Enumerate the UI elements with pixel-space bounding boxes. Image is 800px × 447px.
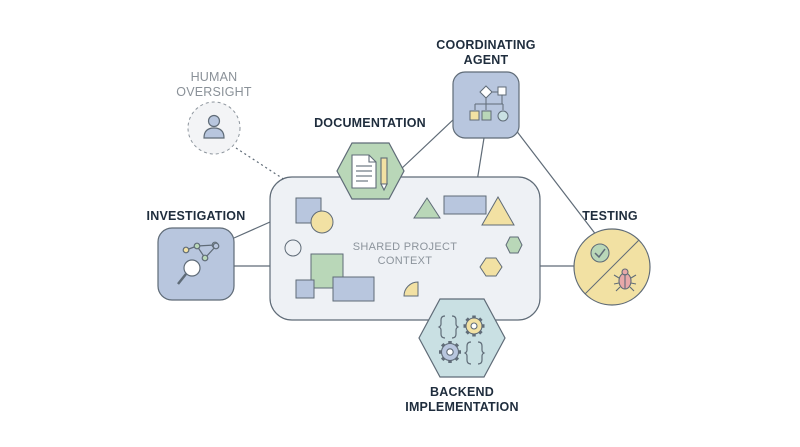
yellow-circle-shape xyxy=(310,210,334,234)
green-triangle-shape xyxy=(413,197,441,219)
yellow-triangle-shape xyxy=(481,195,515,226)
user-icon xyxy=(203,114,225,139)
code-braces-icon xyxy=(437,315,486,365)
testing-label: TESTING xyxy=(582,209,638,223)
document-pencil-icon xyxy=(351,154,388,192)
green-hexagon-shape xyxy=(505,236,523,254)
backend-label-line2: IMPLEMENTATION xyxy=(405,400,519,414)
coordinating-agent-label: COORDINATING AGENT xyxy=(426,38,546,68)
backend-label-line1: BACKEND xyxy=(430,385,494,399)
human-oversight-label-line1: HUMAN xyxy=(190,70,238,84)
grey-circle-shape xyxy=(284,239,302,257)
coordinating-agent-label-line1: COORDINATING xyxy=(436,38,536,52)
yellow-quarter-circle-shape xyxy=(403,281,419,297)
shared-context-label-line1: SHARED PROJECT xyxy=(352,241,458,253)
gear-icon xyxy=(439,315,485,363)
line-documentation-to-coordinator xyxy=(399,117,456,171)
investigation-label: INVESTIGATION xyxy=(146,209,246,223)
blue-rectangle-shape xyxy=(332,276,375,302)
human-oversight-label: HUMAN OVERSIGHT xyxy=(164,70,264,100)
backend-implementation-label: BACKEND IMPLEMENTATION xyxy=(392,385,532,415)
backend-implementation-node xyxy=(418,298,506,378)
coordinating-agent-label-line2: AGENT xyxy=(463,53,509,67)
shared-context-label-line2: CONTEXT xyxy=(377,255,433,267)
documentation-label: DOCUMENTATION xyxy=(314,116,426,130)
flowchart-icon xyxy=(469,85,509,122)
magnifier-network-icon xyxy=(177,241,220,285)
line-human-oversight-dotted xyxy=(235,147,286,181)
blue-bar-shape xyxy=(443,195,487,215)
human-oversight-label-line2: OVERSIGHT xyxy=(176,85,252,99)
shared-context-label: SHARED PROJECT CONTEXT xyxy=(340,240,470,268)
line-coordinator-to-testing xyxy=(511,124,601,241)
bug-icon xyxy=(613,268,637,292)
yellow-hexagon-shape xyxy=(479,257,503,277)
small-blue-square-shape xyxy=(295,279,315,299)
testing-divider xyxy=(584,239,640,295)
checkmark-icon xyxy=(590,243,610,263)
